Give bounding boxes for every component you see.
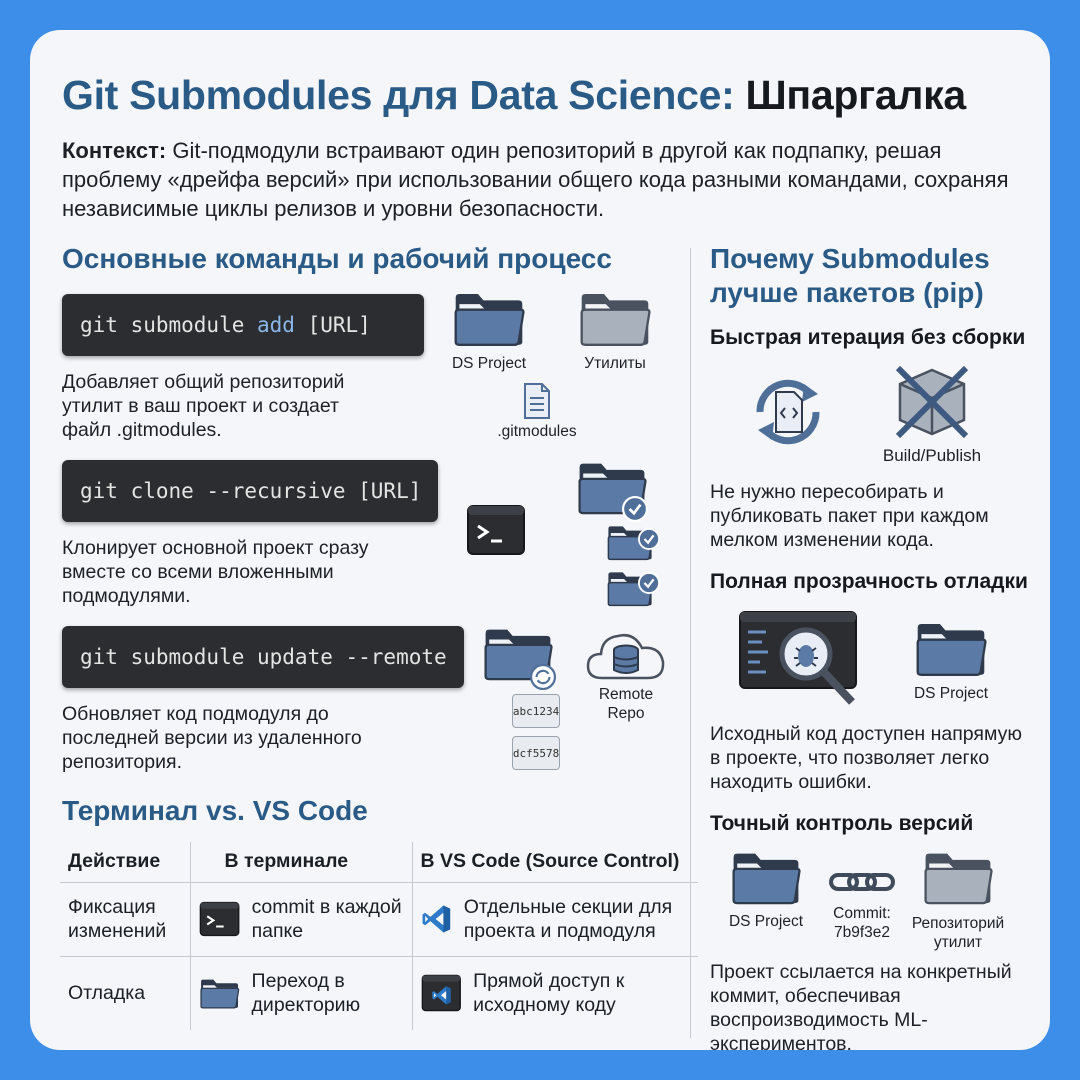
refresh-code-icon	[756, 379, 820, 445]
table-header-row: Действие В терминале В VS Code (Source C…	[60, 842, 698, 882]
command-desc: Клонирует основной проект сразу вместе с…	[62, 537, 369, 607]
cmd-text: git submodule	[80, 313, 258, 337]
cmd-text: git clone --recursive [URL]	[80, 479, 422, 503]
column-header: Действие	[68, 850, 161, 873]
folder-icon	[914, 618, 988, 678]
comparison-heading: Терминал vs. VS Code	[62, 795, 368, 826]
folder-icon	[730, 848, 802, 906]
table-row: Отладка Переход в директорию Прямой дост…	[60, 956, 698, 1030]
block-desc: Проект ссылается на конкретный коммит, о…	[710, 961, 1012, 1050]
build-publish-label: Build/Publish	[882, 446, 982, 465]
check-icon	[622, 496, 648, 522]
page-title: Git Submodules для Data Science: Шпаргал…	[62, 72, 966, 119]
commit-chip: dcf5578	[512, 736, 560, 770]
why-heading: Почему Submodules лучше пакетов (pip)	[710, 243, 990, 308]
command-desc: Обновляет код подмодуля до последней вер…	[62, 703, 362, 773]
ds-project-label: DS Project	[913, 685, 989, 702]
block-title-versions: Точный контроль версий	[710, 812, 974, 835]
file-label-gitmodules: .gitmodules	[497, 423, 577, 440]
folder-label-ds-project: DS Project	[451, 355, 527, 372]
column-header: В терминале	[189, 842, 412, 882]
package-crossed-icon	[895, 365, 969, 439]
cmd-keyword: add	[257, 313, 295, 337]
commit-label: Commit: 7b9f3e2	[833, 905, 891, 941]
cheatsheet-card: Git Submodules для Data Science: Шпаргал…	[30, 30, 1050, 1050]
action-cell: Отладка	[68, 982, 146, 1005]
vscode-cell: Прямой доступ к исходному коду	[473, 970, 625, 1017]
block-title-iteration: Быстрая итерация без сборки	[710, 326, 1026, 349]
cmd-text: git submodule update --remote	[80, 645, 447, 669]
remote-repo-label: Remote Repo	[598, 686, 654, 722]
block-title-debug: Полная прозрачность отладки	[710, 570, 1028, 593]
command-submodule-add[interactable]: git submodule add [URL]	[62, 294, 424, 356]
folder-icon	[199, 970, 240, 1016]
command-clone-recursive[interactable]: git clone --recursive [URL]	[62, 460, 438, 522]
vscode-window-icon	[421, 974, 461, 1012]
folder-icon	[922, 848, 994, 906]
folder-icon	[578, 288, 652, 348]
folder-icon	[452, 288, 526, 348]
ds-project-label: DS Project	[728, 913, 804, 930]
chain-link-icon	[829, 873, 895, 891]
folder-label-utils: Утилиты	[584, 355, 646, 372]
vscode-cell: Отдельные секции для проекта и подмодуля	[463, 896, 673, 942]
column-divider	[690, 248, 691, 1038]
column-header: В VS Code (Source Control)	[411, 842, 698, 882]
comparison-table: Действие В терминале В VS Code (Source C…	[60, 842, 698, 1030]
commit-chip: abc1234	[512, 694, 560, 728]
title-part2: Шпаргалка	[745, 72, 967, 118]
title-part1: Git Submodules для Data Science:	[62, 72, 746, 118]
debug-window-icon	[739, 611, 857, 705]
file-icon	[524, 383, 550, 419]
check-icon	[638, 528, 660, 550]
command-desc: Добавляет общий репозиторий утилит в ваш…	[62, 371, 345, 441]
terminal-icon	[466, 504, 526, 556]
context-text: Контекст: Git-подмодули встраивают один …	[62, 136, 1032, 223]
utils-repo-label: Репозиторий утилит	[911, 915, 1005, 951]
terminal-icon	[199, 894, 240, 944]
table-row: Фиксация изменений commit в каждой папке…	[60, 882, 698, 956]
block-desc: Исходный код доступен напрямую в проекте…	[710, 723, 1022, 793]
terminal-cell: Переход в директорию	[251, 970, 361, 1017]
context-body: Git-подмодули встраивают один репозитори…	[62, 138, 1009, 221]
command-submodule-update[interactable]: git submodule update --remote	[62, 626, 464, 688]
sync-icon	[530, 664, 556, 690]
block-desc: Не нужно пересобирать и публиковать паке…	[710, 481, 989, 551]
commands-heading: Основные команды и рабочий процесс	[62, 243, 612, 274]
context-label: Контекст:	[62, 138, 167, 163]
terminal-cell: commit в каждой папке	[251, 896, 402, 942]
action-cell: Фиксация изменений	[68, 896, 167, 942]
check-icon	[638, 572, 660, 594]
vscode-icon	[421, 891, 452, 947]
cloud-database-icon	[586, 634, 665, 680]
cmd-text-post: [URL]	[294, 313, 371, 337]
